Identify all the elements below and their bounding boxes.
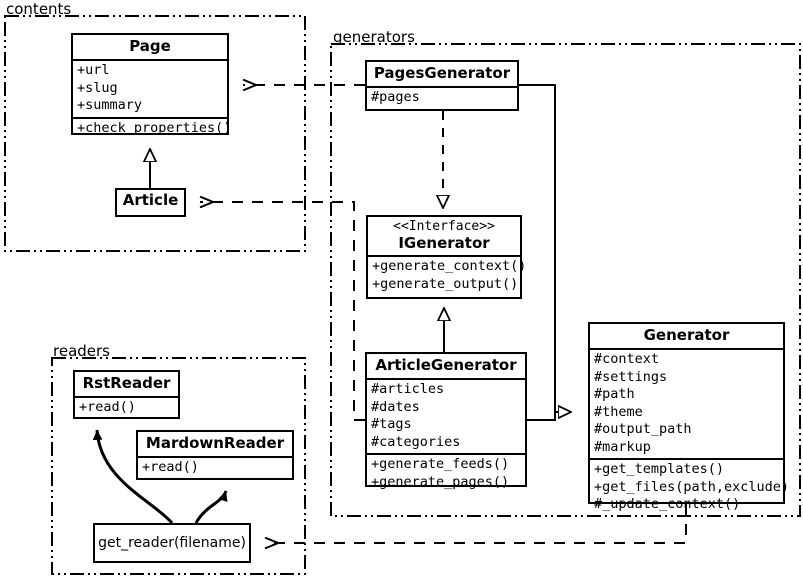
class-member: #path xyxy=(594,386,635,402)
package-label-generators: generators xyxy=(333,28,415,46)
package-label-readers: readers xyxy=(53,342,110,360)
package-label-contents: contents xyxy=(6,0,72,18)
class-operations-igenerator: +generate_context() +generate_output() xyxy=(368,255,527,295)
class-box-articlegenerator[interactable]: ArticleGenerator #articles #dates #tags … xyxy=(365,352,527,490)
class-box-page[interactable]: Page +url +slug +summary +check_properti… xyxy=(71,33,231,136)
class-member: #output_path xyxy=(594,421,692,437)
class-operations-generator: +get_templates() +get_files(path,exclude… xyxy=(590,458,790,516)
class-title-mardownreader: MardownReader xyxy=(145,434,285,452)
class-operations-articlegenerator: +generate_feeds() +generate_pages() xyxy=(367,453,525,493)
class-box-mardownreader[interactable]: MardownReader +read() xyxy=(136,430,294,480)
relationship-articlegenerator-inherits-generator xyxy=(527,412,556,421)
class-member: #_update_context() xyxy=(594,496,741,512)
class-attributes-pagesgenerator: #pages xyxy=(367,86,517,109)
class-member: #articles xyxy=(371,381,445,397)
class-member: +url xyxy=(77,62,110,78)
class-operations-mardownreader: +read() xyxy=(138,456,292,479)
class-title-pagesgenerator: PagesGenerator xyxy=(373,64,511,82)
class-member: +generate_pages() xyxy=(371,473,510,490)
class-member: #dates xyxy=(371,398,420,415)
class-member: #context xyxy=(594,351,660,367)
class-title-article: Article xyxy=(122,191,179,209)
class-member: #pages xyxy=(371,89,420,105)
class-member: +generate_output() xyxy=(372,275,519,292)
class-title-generator: Generator xyxy=(643,326,730,344)
class-name-igenerator: IGenerator xyxy=(398,234,490,252)
class-box-igenerator[interactable]: <<Interface>> IGenerator +generate_conte… xyxy=(366,215,527,299)
class-member: +read() xyxy=(142,459,199,475)
class-operations-page: +check_properties() xyxy=(73,116,232,140)
class-title-igenerator: <<Interface>> IGenerator xyxy=(368,217,520,255)
class-member: +get_files(path,exclude) xyxy=(594,478,790,495)
class-member: +slug xyxy=(77,79,118,96)
class-member: #markup xyxy=(594,438,651,455)
class-attributes-generator: #context #settings #path #theme #output_… xyxy=(590,348,783,458)
relationship-get_reader-returns-mardownreader xyxy=(194,490,228,524)
relationship-articlegenerator-uses-article xyxy=(200,202,365,421)
class-box-article[interactable]: Article xyxy=(115,188,186,217)
class-member: +get_templates() xyxy=(594,461,725,477)
class-member: #tags xyxy=(371,416,412,432)
class-member: +summary xyxy=(77,97,143,113)
class-member: +generate_context() xyxy=(372,258,527,274)
class-member: #settings xyxy=(594,368,668,385)
class-box-rstreader[interactable]: RstReader +read() xyxy=(73,370,180,419)
class-member: +read() xyxy=(79,399,136,415)
class-member: #categories xyxy=(371,433,461,450)
class-title-rstreader: RstReader xyxy=(82,374,171,392)
class-title-page: Page xyxy=(129,37,171,55)
class-attributes-page: +url +slug +summary xyxy=(73,59,227,117)
class-operations-rstreader: +read() xyxy=(75,396,178,419)
class-box-generator[interactable]: Generator #context #settings #path #them… xyxy=(588,322,789,512)
class-member: #theme xyxy=(594,403,643,420)
class-stereotype-igenerator: <<Interface>> xyxy=(393,219,495,234)
class-attributes-articlegenerator: #articles #dates #tags #categories xyxy=(367,378,525,453)
class-member: +check_properties() xyxy=(77,119,232,136)
function-box-get-reader[interactable]: get_reader(filename) xyxy=(93,523,251,563)
class-box-pagesgenerator[interactable]: PagesGenerator #pages xyxy=(365,60,519,111)
class-title-articlegenerator: ArticleGenerator xyxy=(375,356,517,374)
class-member: +generate_feeds() xyxy=(371,456,510,472)
